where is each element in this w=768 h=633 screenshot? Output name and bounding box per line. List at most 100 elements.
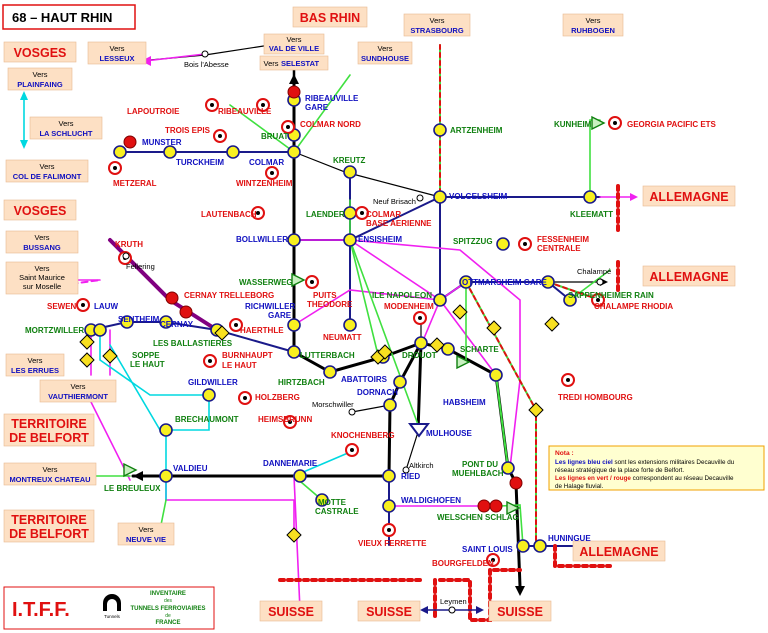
station-lapoutroie-center <box>210 103 214 107</box>
station-welschen-red-2-dot <box>489 499 503 513</box>
lbl-welschen: WELSCHEN SCHLAG <box>437 513 519 522</box>
map-title: 68 – HAUT RHIN <box>12 10 112 25</box>
lbl-leymen: Leymen <box>440 597 467 606</box>
lbl-saint-louis: SAINT LOUIS <box>462 545 513 554</box>
vers-word: Vers <box>34 264 49 273</box>
station-mulhouse-marker <box>408 423 430 438</box>
lbl-volgelsheim: VOLGELSHEIM <box>449 192 508 201</box>
station-ensisheim-marker <box>343 233 357 247</box>
lbl-kleematt: KLEEMATT <box>570 210 613 219</box>
lbl-vieux-ferrette: VIEUX FERRETTE <box>358 539 427 548</box>
lbl-burnhaupt-1: BURNHAUPT <box>222 351 273 360</box>
lbl-gildwiller: GILDWILLER <box>188 378 238 387</box>
lbl-waldighofen: WALDIGHOFEN <box>401 496 461 505</box>
station-ottmarsheim-west-marker <box>459 275 473 289</box>
lbl-fellering: Fellering <box>126 262 155 271</box>
lbl-spitzzug: SPITZZUG <box>453 237 493 246</box>
station-welschen-red-1-dot <box>477 499 491 513</box>
lbl-holzberg: HOLZBERG <box>255 393 300 402</box>
vers-la-schlucht: LA SCHLUCHT <box>39 129 92 138</box>
lbl-ried: RIED <box>401 472 420 481</box>
lbl-abattoirs: ABATTOIRS <box>341 375 388 384</box>
region-belfort-2b: DE BELFORT <box>9 527 89 541</box>
station-sappenheimer-marker <box>563 293 577 307</box>
vers-word: Vers <box>70 382 85 391</box>
station-neumatt-jct-marker <box>343 318 357 332</box>
station-scharte-east-marker <box>489 368 503 382</box>
region-belfort-1a: TERRITOIRE <box>11 417 86 431</box>
note-box: Nota : Les lignes bleu ciel sont les ext… <box>548 445 765 491</box>
station-ottmarsheim-marker <box>541 275 555 289</box>
station-motte-castrale-marker <box>315 493 329 507</box>
station-pont-du-muehlbach-marker <box>501 461 515 475</box>
vers-word: Vers <box>138 525 153 534</box>
crossing-x9-marker <box>486 320 502 336</box>
crossing-x11-marker <box>286 527 302 543</box>
station-laender-marker <box>343 206 357 220</box>
station-spitzzug-marker <box>496 237 510 251</box>
lbl-valdieu: VALDIEU <box>173 464 208 473</box>
lbl-bois-abesse: Bois l'Abesse <box>184 60 229 69</box>
lbl-les-ballastieres: LES BALLASTIERES <box>153 339 233 348</box>
vers-word: Vers <box>58 119 73 128</box>
vers-word: Vers <box>27 356 42 365</box>
station-turckheim-marker <box>226 145 240 159</box>
vers-boxes: Vers LESSEUX Vers VAL DE VILLE SELESTAT … <box>3 13 624 546</box>
station-colmar-base-center <box>360 211 364 215</box>
station-kleematt-marker <box>583 190 597 204</box>
station-volgelsheim-marker <box>433 190 447 204</box>
station-hirtzbach-marker <box>323 365 337 379</box>
station-colmar-nord-center <box>286 125 290 129</box>
station-waldighofen-marker <box>382 499 396 513</box>
crossing-x7-marker <box>429 337 445 353</box>
station-le-breuleux-marker <box>123 462 138 478</box>
region-allemagne-3: ALLEMAGNE <box>579 545 658 559</box>
lbl-huningue: HUNINGUE <box>548 534 591 543</box>
stop-chalampe-marker <box>596 278 604 286</box>
station-metzeral-center <box>113 166 117 170</box>
station-burnhaupt-center <box>208 359 212 363</box>
region-vosges-1: VOSGES <box>14 46 67 60</box>
stop-neuf-brisach-marker <box>416 194 424 202</box>
lbl-altkirch: Altkirch <box>409 461 434 470</box>
vers-word: Vers <box>585 16 600 25</box>
station-gildwiller-marker <box>202 388 216 402</box>
station-wintzenheim-center <box>270 171 274 175</box>
station-haerthle-center <box>234 323 238 327</box>
station-chalampe-rhodia-center <box>596 298 600 302</box>
station-ried-marker <box>382 469 396 483</box>
itff-logo: I.T.F.F. Tunnels INVENTAIRE des TUNNELS … <box>3 586 215 630</box>
note-title: Nota : <box>555 450 574 457</box>
lbl-haerthle: HAERTHLE <box>240 326 284 335</box>
note-l3a: Les lignes en vert / rouge <box>555 475 631 482</box>
lbl-mulhouse: MULHOUSE <box>426 429 472 438</box>
vers-word: Vers <box>109 44 124 53</box>
vers-sundhouse: SUNDHOUSE <box>361 54 409 63</box>
note-l1b: sont les extensions militaires Decauvill… <box>613 459 735 466</box>
lbl-metzeral: METZERAL <box>113 179 157 188</box>
lbl-ile-napoleon: ILE NAPOLEON <box>372 291 432 300</box>
stop-fellering-marker <box>122 252 130 260</box>
lbl-lauw: LAUW <box>94 302 118 311</box>
lbl-ensisheim: ENSISHEIM <box>358 235 402 244</box>
lbl-bruat: BRUAT <box>261 132 289 141</box>
lbl-cernay: CERNAY <box>160 320 194 329</box>
station-drouot-marker <box>414 336 428 350</box>
lbl-sewen: SEWEN <box>47 302 77 311</box>
lbl-richwiller-2: GARE <box>268 311 292 320</box>
station-huningue-marker <box>533 539 547 553</box>
lbl-artzenheim: ARTZENHEIM <box>450 126 503 135</box>
station-trois-epis-center <box>218 134 222 138</box>
note-line-1: Les lignes bleu ciel sont les extensions… <box>555 459 735 466</box>
note-line-2: réseau stratégique de la place forte de … <box>555 467 684 474</box>
note-l1a: Les lignes bleu ciel <box>555 459 613 466</box>
lbl-ottmarsheim: OTTMARSHEIM GARE <box>462 278 548 287</box>
logo-line-3: TUNNELS FERROVIAIRES <box>130 606 205 612</box>
station-sentheim-marker <box>120 315 134 329</box>
lbl-sappenheimer: SAPPENHEIMER RAIN <box>568 291 654 300</box>
lbl-turckheim: TURCKHEIM <box>176 158 224 167</box>
station-fessenheim-center <box>523 242 527 246</box>
region-belfort-2a: TERRITOIRE <box>11 513 86 527</box>
lbl-richwiller-1: RICHWILLER <box>245 302 295 311</box>
